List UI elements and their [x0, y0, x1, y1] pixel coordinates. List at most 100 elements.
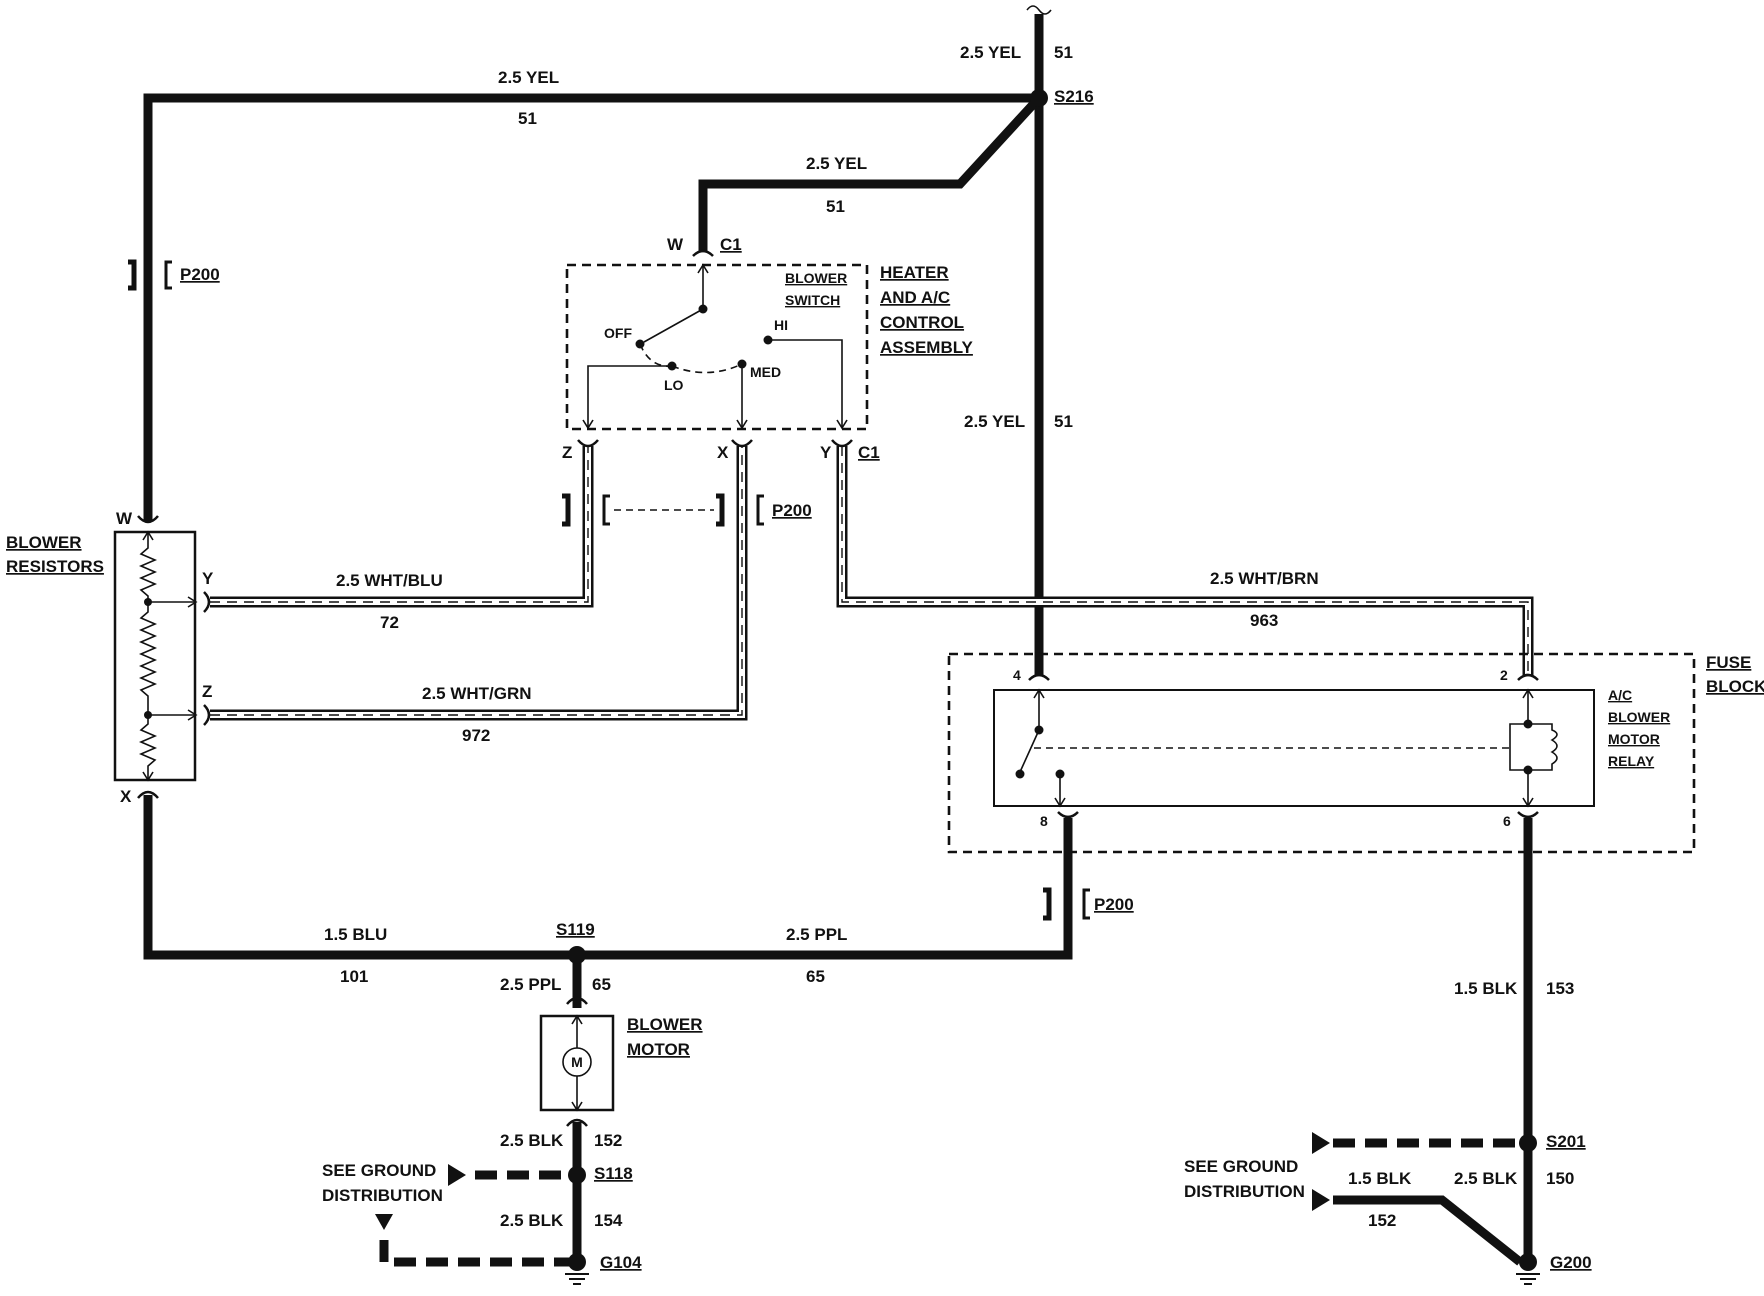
wire-101-blu	[143, 795, 577, 960]
pin-sw-z: Z	[562, 443, 572, 462]
label-blower-motor-1: BLOWER	[627, 1015, 703, 1034]
switch-lo: LO	[664, 377, 684, 393]
label-heater-1: HEATER	[880, 263, 949, 282]
label-relay-3: MOTOR	[1608, 731, 1660, 747]
wire-wht-blu-circuit: 72	[380, 613, 399, 632]
label-blower-switch-2: SWITCH	[785, 292, 840, 308]
heater-ac-control-assembly	[565, 263, 869, 431]
pin-res-y: Y	[202, 569, 214, 588]
signal-wires	[210, 446, 1534, 721]
ground-g104: G104	[600, 1253, 642, 1272]
wire-wht-grn-spec: 2.5 WHT/GRN	[422, 684, 532, 703]
wire-blk-150-spec: 2.5 BLK	[1454, 1169, 1518, 1188]
blower-resistors	[113, 530, 198, 782]
wire-51-to-switch	[698, 94, 1043, 252]
labels: BLOWER RESISTORS HEATER AND A/C CONTROL …	[6, 43, 1764, 1272]
wire-blk-150-circuit: 150	[1546, 1169, 1574, 1188]
pin-relay-6: 6	[1503, 813, 1511, 829]
wire-to-relay-spec: 2.5 YEL	[964, 412, 1025, 431]
switch-off: OFF	[604, 325, 632, 341]
label-relay-4: RELAY	[1608, 753, 1655, 769]
blower-motor: M	[539, 1014, 615, 1112]
ground-distribution-links	[375, 1132, 1528, 1267]
wire-blu-spec: 1.5 BLU	[324, 925, 387, 944]
wire-wht-blu-spec: 2.5 WHT/BLU	[336, 571, 443, 590]
pin-sw-w: W	[667, 235, 684, 254]
splice-s201: S201	[1546, 1132, 1586, 1151]
splices	[568, 89, 1537, 1271]
ground-g104-dot	[568, 1253, 586, 1271]
wire-ppl-main-spec: 2.5 PPL	[786, 925, 847, 944]
connector-c1-bottom: C1	[858, 443, 880, 462]
wire-963-wht-brn	[841, 446, 1529, 676]
label-fuse-block-1: FUSE	[1706, 653, 1751, 672]
wire-to-relay-circuit: 51	[1054, 412, 1073, 431]
motor-symbol: M	[571, 1054, 583, 1070]
splice-s118-dot	[568, 1166, 586, 1184]
pin-sw-x: X	[717, 443, 729, 462]
splice-s119-dot	[568, 946, 586, 964]
wire-ppl-motor-spec: 2.5 PPL	[500, 975, 561, 994]
power-wires	[143, 14, 1533, 1266]
pin-relay-4: 4	[1013, 667, 1021, 683]
wire-blu-circuit: 101	[340, 967, 368, 986]
wire-blk-152-circuit: 152	[594, 1131, 622, 1150]
switch-med: MED	[750, 364, 781, 380]
pin-relay-2: 2	[1500, 667, 1508, 683]
label-blower-resistors-2: RESISTORS	[6, 557, 104, 576]
wire-top-left-circuit: 51	[518, 109, 537, 128]
wire-blk-154-circuit: 154	[594, 1211, 623, 1230]
ground-g200-dot	[1519, 1253, 1537, 1271]
splice-s201-dot	[1519, 1134, 1537, 1152]
pin-sw-y: Y	[820, 443, 832, 462]
ground-note-right-1: SEE GROUND	[1184, 1157, 1298, 1176]
wire-wht-grn-circuit: 972	[462, 726, 490, 745]
wire-972-wht-grn	[210, 446, 743, 716]
wire-top-left-spec: 2.5 YEL	[498, 68, 559, 87]
label-relay-2: BLOWER	[1608, 709, 1670, 725]
connector-p200-mid: P200	[772, 501, 812, 520]
wire-top-in-spec: 2.5 YEL	[960, 43, 1021, 62]
wire-ppl-main-circuit: 65	[806, 967, 825, 986]
pin-res-z: Z	[202, 682, 212, 701]
pin-relay-8: 8	[1040, 813, 1048, 829]
wire-blk-152b-circuit: 152	[1368, 1211, 1396, 1230]
p200-brackets	[128, 259, 1090, 921]
splice-s119: S119	[556, 920, 595, 939]
ground-g200: G200	[1550, 1253, 1592, 1272]
label-blower-resistors-1: BLOWER	[6, 533, 82, 552]
label-relay-1: A/C	[1608, 687, 1632, 703]
pin-res-x: X	[120, 787, 132, 806]
splice-s118: S118	[594, 1164, 633, 1183]
wire-blk-153-spec: 1.5 BLK	[1454, 979, 1518, 998]
connector-c1-top: C1	[720, 235, 742, 254]
label-fuse-block-2: BLOCK	[1706, 677, 1764, 696]
wire-blk-152b-spec: 1.5 BLK	[1348, 1169, 1412, 1188]
wire-to-switch-circuit: 51	[826, 197, 845, 216]
wire-51-to-resistors	[143, 93, 1039, 522]
wire-72-wht-blu	[210, 446, 589, 603]
ground-note-right-2: DISTRIBUTION	[1184, 1182, 1305, 1201]
wire-to-switch-spec: 2.5 YEL	[806, 154, 867, 173]
label-heater-4: ASSEMBLY	[880, 338, 974, 357]
label-blower-motor-2: MOTOR	[627, 1040, 690, 1059]
splice-s216: S216	[1054, 87, 1094, 106]
ground-symbols	[565, 1273, 1540, 1285]
switch-hi: HI	[774, 317, 788, 333]
fuse-block	[947, 652, 1696, 854]
splice-s216-dot	[1030, 89, 1048, 107]
wire-ppl-motor-circuit: 65	[592, 975, 611, 994]
label-heater-2: AND A/C	[880, 288, 950, 307]
label-blower-switch-1: BLOWER	[785, 270, 847, 286]
ground-note-left-2: DISTRIBUTION	[322, 1186, 443, 1205]
wire-blk-154-spec: 2.5 BLK	[500, 1211, 564, 1230]
label-heater-3: CONTROL	[880, 313, 964, 332]
wire-wht-brn-circuit: 963	[1250, 611, 1278, 630]
connector-p200-right: P200	[1094, 895, 1134, 914]
wire-152-blk-ground	[1333, 1195, 1523, 1266]
connector-terminals	[137, 249, 1539, 1127]
pin-res-w: W	[116, 509, 133, 528]
connector-p200-left: P200	[180, 265, 220, 284]
ground-note-left-1: SEE GROUND	[322, 1161, 436, 1180]
